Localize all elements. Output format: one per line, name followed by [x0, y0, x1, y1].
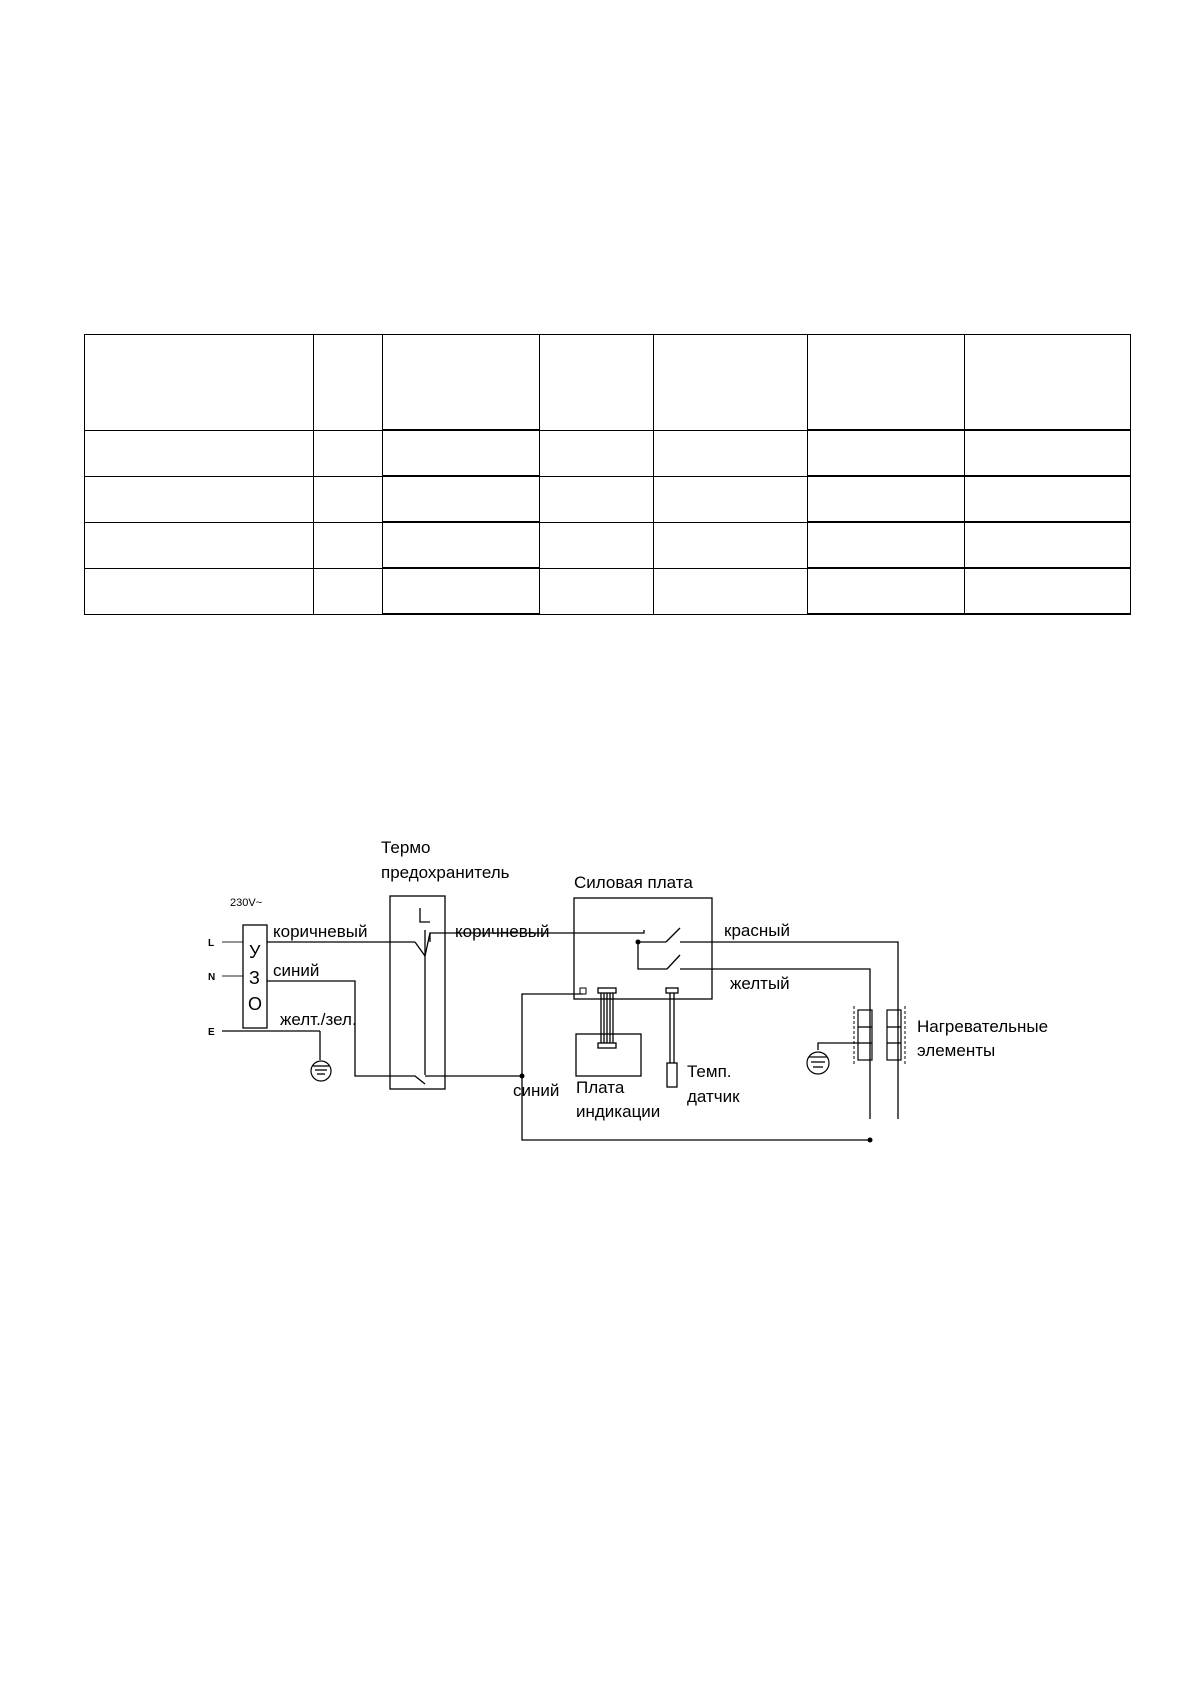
table-cell	[653, 334, 808, 431]
table-cell	[653, 475, 808, 523]
rcd-letter-3: О	[248, 994, 262, 1014]
power-board-label: Силовая плата	[574, 873, 693, 892]
table-cell	[84, 521, 314, 569]
wiring-diagram: 230V~ L N E У З О коричневый синий желт.…	[208, 838, 1048, 1143]
table-cell	[964, 475, 1131, 523]
table-row	[84, 429, 1131, 477]
table-cell	[313, 567, 383, 615]
table-cell	[84, 334, 314, 431]
terminal-l-label: L	[208, 938, 214, 949]
table-cell	[539, 334, 654, 431]
table-cell	[382, 521, 540, 569]
table-cell	[382, 334, 540, 431]
ground-icon	[806, 1051, 830, 1075]
heating-elements-label-1: Нагревательные	[917, 1017, 1048, 1036]
terminal-e-label: E	[208, 1027, 215, 1038]
ground-icon	[310, 1031, 332, 1082]
fuse-to-board-wires: коричневый синий	[425, 922, 645, 1100]
table-row	[84, 475, 1131, 523]
supply-label: 230V~	[230, 897, 262, 909]
table-row	[84, 567, 1131, 615]
table-cell	[964, 567, 1131, 615]
wire-label-blue-in: синий	[273, 961, 319, 980]
temp-sensor-label-2: датчик	[687, 1087, 740, 1106]
wire-label-red: красный	[724, 921, 790, 940]
table-cell	[807, 429, 965, 477]
power-board: Силовая плата красный желтый	[521, 873, 899, 1141]
thermal-fuse: Термо предохранитель	[381, 838, 510, 1090]
table-cell	[84, 567, 314, 615]
wire-label-ground-in: желт./зел.	[280, 1010, 357, 1029]
table-cell	[807, 475, 965, 523]
terminal-n-label: N	[208, 972, 215, 983]
display-board-label-2: индикации	[576, 1102, 660, 1121]
rcd-box: У З О	[242, 924, 268, 1029]
table-header-row	[84, 334, 1131, 431]
table-cell	[539, 567, 654, 615]
table-cell	[84, 429, 314, 477]
table-cell	[653, 567, 808, 615]
table-cell	[539, 429, 654, 477]
table-cell	[382, 475, 540, 523]
table-cell	[382, 429, 540, 477]
input-wires: коричневый синий желт./зел.	[267, 922, 426, 1085]
table-cell	[964, 429, 1131, 477]
table-cell	[382, 567, 540, 615]
table-cell	[313, 334, 383, 431]
heating-elements-label-2: элементы	[917, 1041, 995, 1060]
wire-label-yellow: желтый	[730, 974, 790, 993]
table-row	[84, 521, 1131, 569]
heating-elements: Нагревательные элементы	[817, 1006, 1048, 1143]
table-cell	[313, 521, 383, 569]
table-cell	[653, 429, 808, 477]
table-cell	[807, 567, 965, 615]
table-cell	[539, 475, 654, 523]
table-cell	[313, 429, 383, 477]
temp-sensor: Темп. датчик	[665, 987, 740, 1106]
table-cell	[539, 521, 654, 569]
wire-label-blue-bottom: синий	[513, 1081, 559, 1100]
rcd-letter-1: У	[249, 942, 261, 962]
wire-label-brown-in: коричневый	[273, 922, 367, 941]
spec-table	[84, 334, 1131, 615]
table-cell	[653, 521, 808, 569]
table-cell	[807, 334, 965, 431]
table-cell	[964, 334, 1131, 431]
table-cell	[84, 475, 314, 523]
thermal-fuse-label-1: Термо	[381, 838, 430, 857]
table-cell	[807, 521, 965, 569]
temp-sensor-label-1: Темп.	[687, 1062, 732, 1081]
display-board-label-1: Плата	[576, 1078, 625, 1097]
display-board: Плата индикации	[575, 987, 660, 1121]
rcd-letter-2: З	[249, 968, 260, 988]
table-cell	[964, 521, 1131, 569]
supply-terminals: L N E	[208, 938, 320, 1038]
table-cell	[313, 475, 383, 523]
wire-label-brown-out: коричневый	[455, 922, 549, 941]
thermal-fuse-label-2: предохранитель	[381, 863, 510, 882]
